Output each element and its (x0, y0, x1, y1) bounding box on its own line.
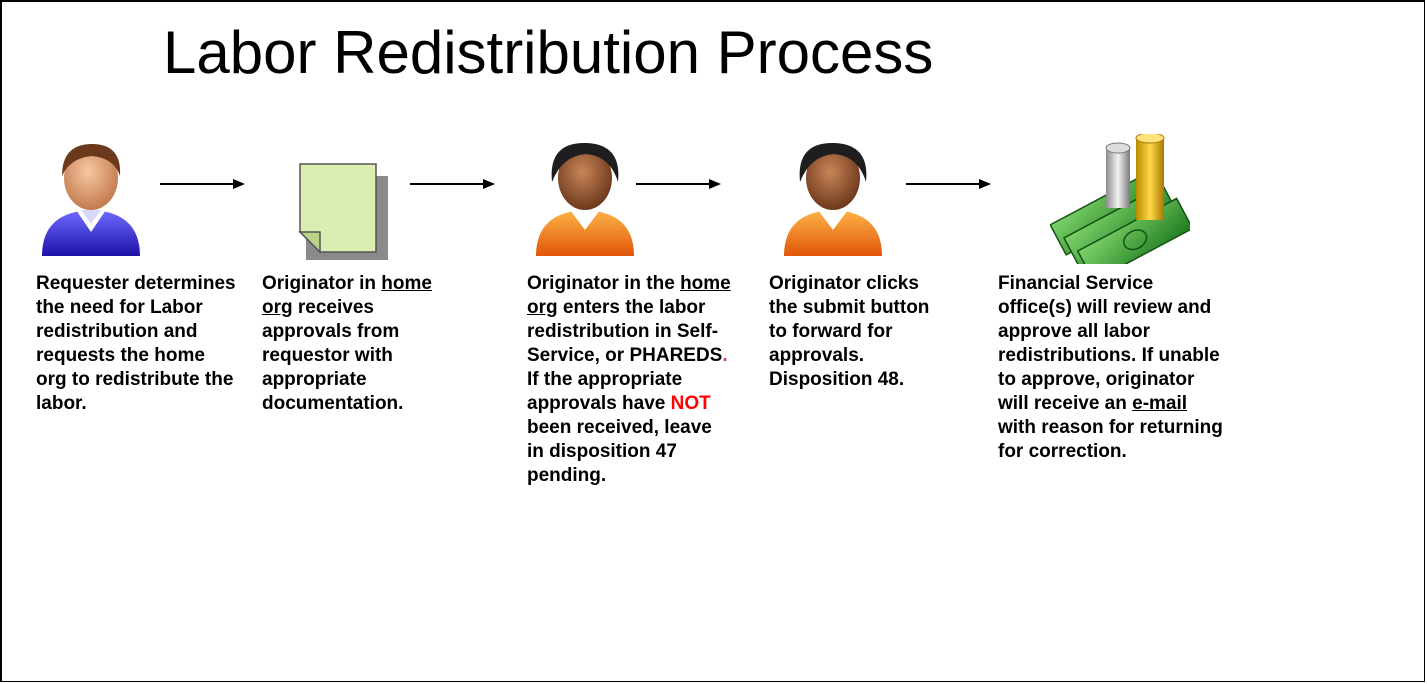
step-5-email: e-mail (1132, 393, 1188, 414)
step-4-text: Originator clicks the submit button to f… (769, 273, 930, 390)
flow-arrow-2 (410, 179, 495, 189)
step-1-text: Requester determines the need for Labor … (36, 273, 236, 414)
step-3-text-e: If the appropriate approvals have (527, 369, 683, 414)
step-4-description: Originator clicks the submit button to f… (769, 272, 939, 392)
flow-arrow-3 (636, 179, 721, 189)
person-orange-icon (784, 142, 882, 256)
step-3-text-c: enters the labor redistribution in Self-… (527, 297, 723, 366)
step-2-home-org: home org (262, 273, 432, 318)
step-5-description: Financial Service office(s) will review … (998, 272, 1230, 464)
document-icon (298, 163, 388, 260)
step-3-description: Originator in the home org enters the la… (527, 272, 731, 488)
step-2-description: Originator in home org receives approval… (262, 272, 462, 416)
step-3-period: . (722, 345, 728, 366)
step-2-text-c: receives approvals from requestor with a… (262, 297, 404, 414)
step-3-text-g: been received, leave in disposition 47 p… (527, 417, 712, 486)
step-2-text-a: Originator in (262, 273, 376, 294)
step-3-text-a: Originator in the (527, 273, 675, 294)
person-blue-icon (42, 144, 140, 256)
person-orange-icon (536, 142, 634, 256)
step-3-home-org: home org (527, 273, 731, 318)
step-1-description: Requester determines the need for Labor … (36, 272, 236, 416)
flow-arrow-4 (906, 179, 991, 189)
step-5-text-c: with reason for returning for correction… (998, 417, 1223, 462)
money-icon (1050, 134, 1190, 264)
page-title: Labor Redistribution Process (163, 19, 934, 86)
step-3-not: NOT (670, 393, 711, 414)
flow-arrow-1 (160, 179, 245, 189)
step-5-text-a: Financial Service office(s) will review … (998, 273, 1220, 414)
